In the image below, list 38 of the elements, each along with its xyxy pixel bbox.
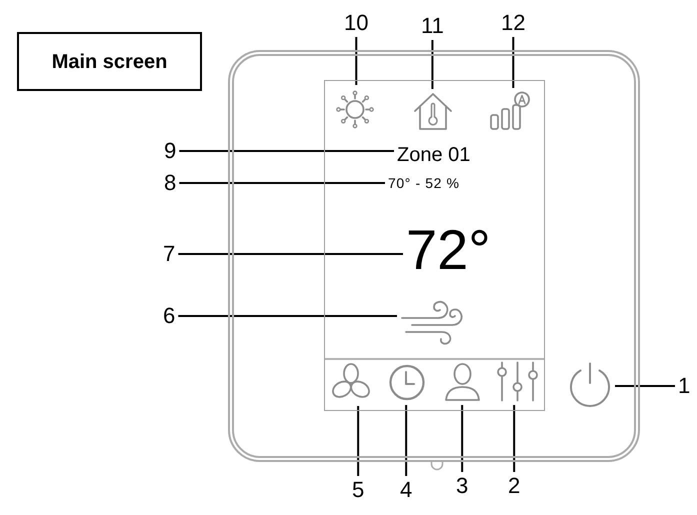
callout-number: 2 — [508, 475, 520, 497]
signal-bars-icon — [489, 91, 530, 131]
power-icon — [568, 362, 612, 408]
sliders-icon — [494, 361, 541, 402]
wind-icon — [400, 298, 465, 347]
leader-line — [179, 150, 394, 152]
thermostat-body — [228, 50, 640, 462]
leader-line — [512, 37, 514, 88]
leader-line — [431, 40, 434, 89]
display-screen — [324, 80, 545, 411]
leader-line — [355, 37, 358, 85]
leader-line — [178, 253, 403, 255]
person-icon — [443, 362, 482, 402]
leader-line — [513, 405, 516, 472]
leader-line — [357, 406, 360, 476]
title-box: Main screen — [17, 32, 202, 91]
clock-icon — [388, 363, 426, 402]
callout-number: 12 — [501, 12, 526, 34]
callout-number: 5 — [352, 479, 364, 501]
leader-line — [178, 315, 397, 317]
temperature-readout: 72° — [406, 222, 491, 278]
leader-line — [405, 405, 408, 476]
zone-name: Zone 01 — [397, 145, 470, 165]
callout-number: 1 — [678, 375, 690, 397]
temperature-humidity-readout: 70° - 52 % — [388, 176, 460, 190]
callout-number: 9 — [164, 140, 176, 162]
callout-number: 4 — [400, 479, 412, 501]
house-thermometer-icon — [413, 92, 453, 131]
callout-number: 10 — [344, 12, 368, 34]
sun-icon — [336, 88, 374, 131]
callout-number: 3 — [456, 475, 468, 497]
leader-line — [461, 405, 464, 472]
leader-line — [179, 182, 385, 184]
callout-number: 11 — [421, 15, 444, 37]
callout-number: 7 — [163, 243, 176, 265]
callout-number: 6 — [163, 305, 176, 327]
callout-number: 8 — [164, 172, 176, 194]
leader-line — [615, 385, 675, 387]
